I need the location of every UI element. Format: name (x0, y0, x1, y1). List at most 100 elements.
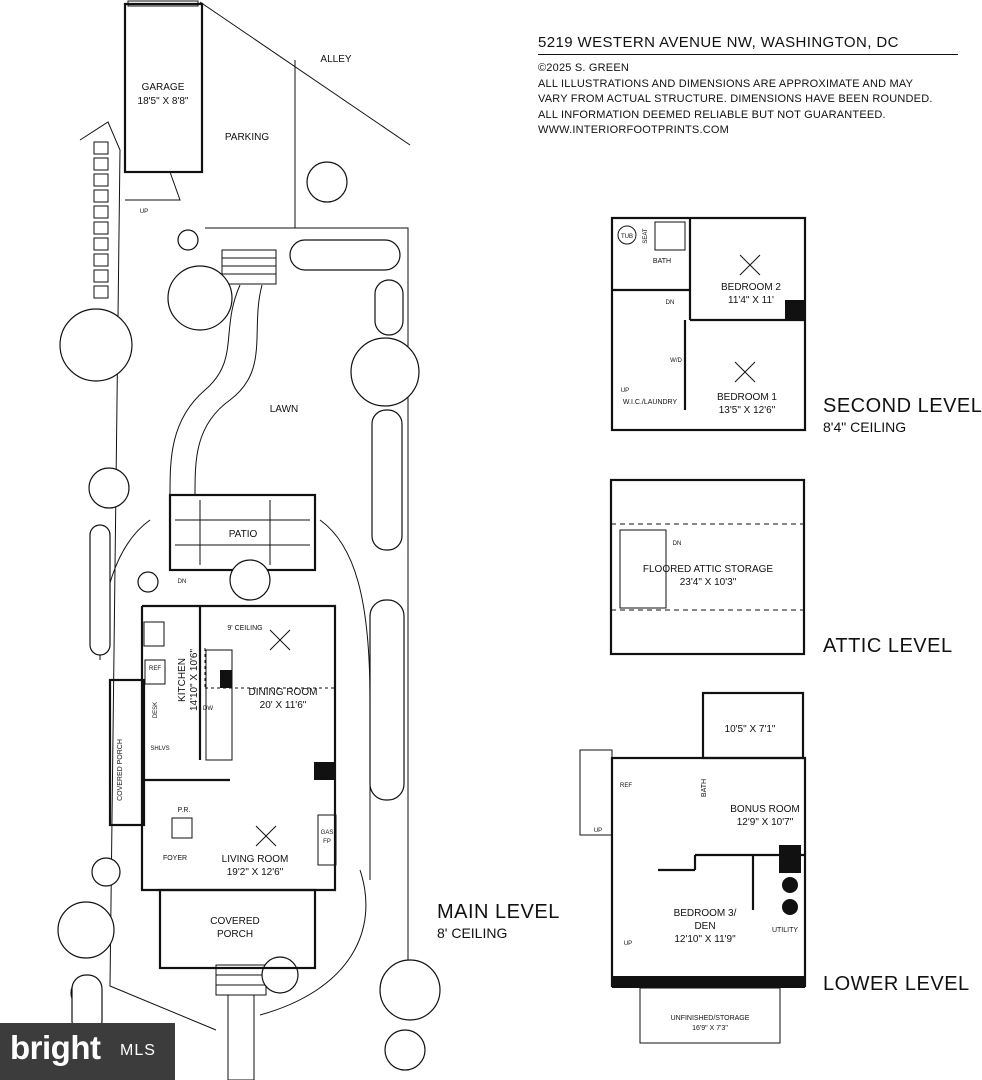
lower-ref-label: REF (620, 783, 632, 789)
property-address: 5219 WESTERN AVENUE NW, WASHINGTON, DC (538, 34, 958, 55)
bedroom-3-label-1: BEDROOM 3/ (674, 908, 737, 919)
hedge (374, 279, 404, 336)
second-level-walls (610, 216, 807, 432)
garage-door (127, 0, 199, 7)
shrub (229, 559, 271, 601)
site-plan: GARAGE 18'5" X 8'8" ALLEY PARKING LAWN P… (57, 0, 441, 1080)
patio-label: PATIO (229, 529, 258, 540)
second-level-plan: TUB SEAT BATH BEDROOM 2 11'4" X 11' BEDR… (610, 216, 982, 435)
garage-dims: 18'5" X 8'8" (138, 96, 189, 107)
disclaimer-line-1: ALL ILLUSTRATIONS AND DIMENSIONS ARE APP… (538, 77, 914, 90)
hedge (369, 599, 405, 801)
dining-room-dims: 20' X 11'6" (260, 700, 307, 711)
refrigerator (144, 659, 166, 685)
gas-fireplace (317, 814, 337, 866)
shrub (384, 1029, 426, 1071)
side-porch-label: COVERED PORCH (117, 739, 124, 801)
range (143, 621, 165, 647)
lot-line-left (79, 121, 217, 1031)
wic-laundry-label: W.I.C./LAUNDRY (623, 399, 678, 406)
lower-top-room-dims: 10'5" X 7'1" (725, 724, 776, 735)
side-porch (108, 678, 146, 827)
walkway-right (194, 284, 263, 496)
gas-label: GAS (321, 830, 334, 836)
ceiling-fan-icon (739, 254, 761, 276)
bedroom-3-dims: 12'10" X 11'9" (674, 934, 736, 945)
copyright: ©2025 S. GREEN (538, 62, 629, 74)
shelves-label: SHLVS (150, 746, 169, 752)
tub (617, 225, 637, 245)
water-heater (779, 845, 801, 873)
garden-wall-right (319, 519, 371, 880)
shrub (306, 161, 348, 203)
shrub (88, 467, 130, 509)
shrub (91, 857, 121, 887)
chimney (785, 300, 805, 320)
bright-mls-badge: bright MLS (0, 1023, 175, 1080)
front-walk (227, 994, 255, 1080)
foundation-wall (612, 976, 805, 988)
ref-label: REF (149, 666, 161, 672)
lower-level-walls (610, 756, 807, 988)
attic-level-plan: FLOORED ATTIC STORAGE 23'4" X 10'3" DN A… (609, 478, 952, 657)
garage-steps (125, 171, 181, 201)
plan-header: 5219 WESTERN AVENUE NW, WASHINGTON, DC ©… (538, 34, 958, 139)
bedroom-1-dims: 13'5" X 12'6" (719, 405, 776, 416)
front-porch-label-1: COVERED (210, 916, 259, 927)
lot-line-right (205, 227, 409, 990)
bonus-room-label: BONUS ROOM (730, 804, 799, 815)
washer-dryer-label: W/D (670, 358, 682, 364)
alley-label: ALLEY (320, 54, 351, 65)
shower (654, 221, 686, 251)
lower-bath-label: BATH (701, 779, 708, 797)
kitchen-dims: 14'10" X 10'6" (189, 649, 200, 712)
living-room-dims: 19'2" X 12'6" (227, 867, 284, 878)
mls-logo: MLS (120, 1042, 156, 1059)
attic-storage-label: FLOORED ATTIC STORAGE (643, 564, 774, 575)
attic-dn-label: DN (673, 541, 682, 547)
garage-label: GARAGE (142, 82, 185, 93)
website: WWW.INTERIORFOOTPRINTS.COM (538, 124, 729, 136)
lower-up-label-2: UP (624, 941, 632, 947)
front-steps (215, 964, 267, 996)
lower-level-plan: 10'5" X 7'1" BONUS ROOM 12'9" X 10'7" BA… (579, 691, 970, 1044)
shrub (137, 571, 159, 593)
furnace (782, 899, 798, 915)
front-porch-label-2: PORCH (217, 929, 253, 940)
second-up-label: UP (621, 388, 629, 394)
second-level-title: SECOND LEVEL (823, 395, 982, 417)
furnace (782, 877, 798, 893)
garden-steps (221, 249, 277, 285)
bedroom-2-label: BEDROOM 2 (721, 282, 781, 293)
tree (379, 959, 441, 1021)
kitchen-island (205, 649, 233, 761)
hedge (371, 409, 403, 551)
shrub (177, 229, 199, 251)
hedge (89, 524, 111, 656)
ceiling-fan-icon (255, 825, 277, 847)
second-level-ceiling: 8'4" CEILING (823, 419, 906, 435)
bright-logo: bright (10, 1029, 101, 1066)
second-dn-label: DN (666, 300, 675, 306)
patio-dn-label: DN (178, 579, 187, 585)
hedge (289, 239, 401, 271)
utility-label: UTILITY (772, 927, 798, 934)
bonus-room-dims: 12'9" X 10'7" (737, 817, 794, 828)
tree (350, 337, 420, 407)
lower-level-title: LOWER LEVEL (823, 973, 970, 995)
tree (59, 308, 133, 382)
bedroom-1-label: BEDROOM 1 (717, 392, 777, 403)
bedroom-3-label-2: DEN (694, 921, 715, 932)
disclaimer-line-3: ALL INFORMATION DEEMED RELIABLE BUT NOT … (538, 108, 886, 121)
powder-room-label: P.R. (178, 807, 191, 814)
alley-line (199, 1, 411, 146)
main-level-ceiling: 8' CEILING (437, 925, 507, 941)
main-level-title: MAIN LEVEL (437, 901, 560, 923)
lawn-label: LAWN (270, 404, 299, 415)
island-post (220, 670, 232, 688)
ceiling-9-label: 9' CEILING (227, 625, 262, 632)
living-room-label: LIVING ROOM (222, 854, 289, 865)
tub-label: TUB (621, 234, 633, 240)
desk-label: DESK (153, 702, 159, 718)
